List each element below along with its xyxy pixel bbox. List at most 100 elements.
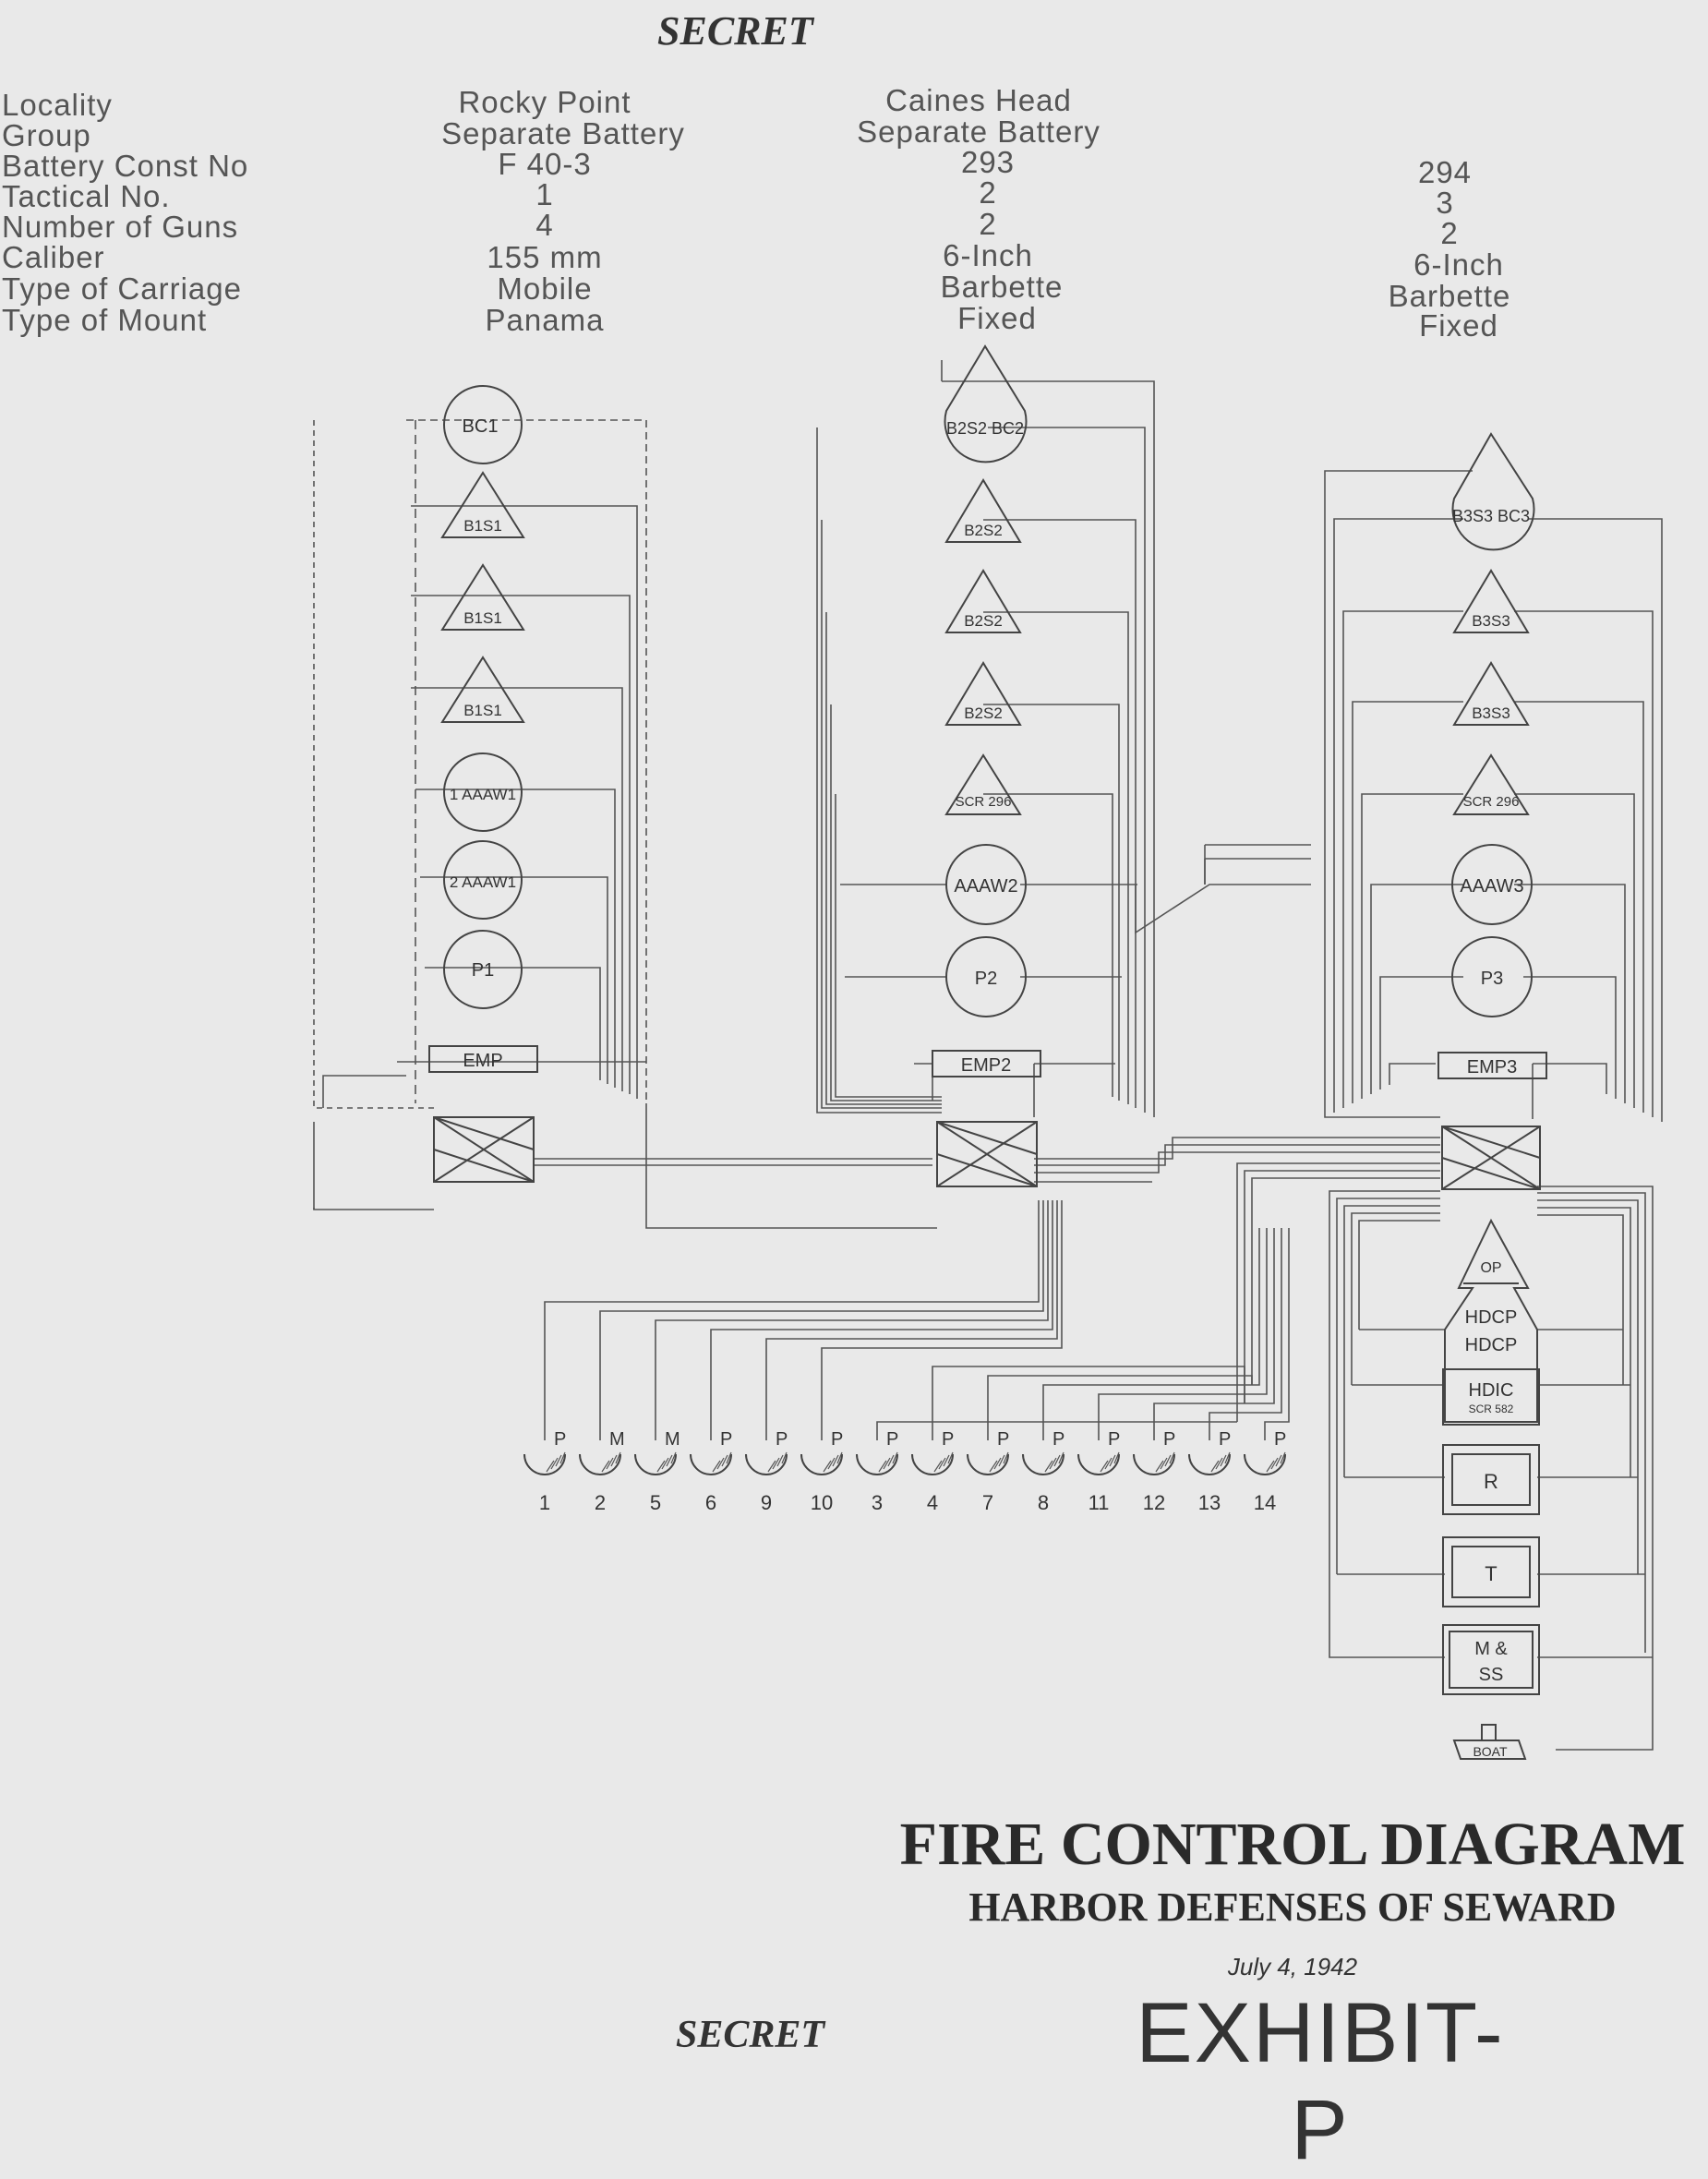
b1-group: Separate Battery (441, 116, 685, 150)
b2-caliber: 6-Inch (943, 238, 1033, 272)
node-b3s3-a (1452, 569, 1530, 633)
exhibit-label: EXHIBIT-P (1136, 1986, 1505, 2177)
b3-carriage: Barbette (1388, 279, 1511, 313)
label-const-no: Battery Const No (2, 149, 249, 183)
label-b2s2-bc2: B2S2 BC2 (946, 419, 1024, 438)
station-4: P6 (690, 1429, 732, 1514)
station-number: 12 (1143, 1491, 1165, 1514)
label-b2s2-a: B2S2 (964, 522, 1003, 539)
b2-group: Separate Battery (857, 114, 1101, 149)
label-op: OP (1480, 1260, 1501, 1276)
label-hdcp-b: HDCP (1465, 1335, 1518, 1355)
station-7: P3 (856, 1429, 898, 1514)
label-aaaw2: AAAW2 (954, 876, 1017, 897)
station-hatch (670, 1451, 677, 1464)
node-b1s1-c (440, 656, 525, 723)
station-arc (1244, 1453, 1286, 1475)
station-10: P8 (1022, 1429, 1064, 1514)
secret-top-label: SECRET (657, 8, 813, 54)
station-number: 9 (761, 1491, 772, 1514)
label-p2: P2 (975, 969, 997, 989)
node-b3s3-bc3 (1451, 432, 1535, 551)
station-number: 13 (1198, 1491, 1221, 1514)
node-p1 (443, 930, 523, 1009)
station-13: P 13 (1188, 1429, 1231, 1514)
node-b2s2-c (944, 661, 1022, 726)
label-b3s3-a: B3S3 (1472, 612, 1510, 630)
station-hatch (772, 1457, 780, 1470)
station-hatch (776, 1454, 784, 1467)
node-op-hdcp (1444, 1218, 1538, 1423)
station-arc (800, 1453, 843, 1475)
node-aaaw1-2 (443, 840, 523, 920)
station-hatch (550, 1457, 559, 1470)
station-hatch (989, 1460, 998, 1473)
label-m-and: M & (1474, 1639, 1508, 1659)
station-hatch (1049, 1457, 1057, 1470)
station-arc (967, 1453, 1009, 1475)
station-hatch (1266, 1460, 1275, 1473)
b3-tactical-no: 3 (1436, 186, 1454, 220)
station-2: M2 (579, 1429, 625, 1514)
station-1: P1 (523, 1429, 566, 1514)
node-b3s3-b (1452, 661, 1530, 726)
station-number: 1 (539, 1491, 550, 1514)
station-arc (1133, 1453, 1175, 1475)
secret-bottom-label: SECRET (676, 2014, 825, 2056)
label-tactical-no: Tactical No. (2, 179, 171, 213)
label-group: Group (2, 118, 91, 152)
station-type: M (665, 1429, 680, 1450)
station-hatch (712, 1460, 721, 1473)
label-b2s2-b: B2S2 (964, 612, 1003, 630)
station-type: P (1163, 1429, 1175, 1450)
label-b1s1-b: B1S1 (463, 609, 502, 627)
node-emp3 (1437, 1052, 1547, 1079)
station-number: 3 (872, 1491, 883, 1514)
station-hatch (716, 1457, 725, 1470)
station-hatch (767, 1460, 776, 1473)
station-hatch (1164, 1454, 1172, 1467)
node-b2s2-bc2 (944, 344, 1028, 463)
station-type: P (886, 1429, 898, 1450)
station-arc (911, 1453, 954, 1475)
station-type: P (1219, 1429, 1231, 1450)
b2-tactical-no: 2 (979, 175, 997, 210)
b2-locality: Caines Head (885, 83, 1072, 117)
station-arc (634, 1453, 677, 1475)
station-hatch (721, 1454, 728, 1467)
station-type: M (609, 1429, 625, 1450)
station-type: P (1108, 1429, 1120, 1450)
col1-wiring (313, 419, 937, 1229)
station-hatch (1003, 1451, 1009, 1464)
station-11: P11 (1077, 1429, 1120, 1514)
station-hatch (546, 1460, 555, 1473)
station-number: 5 (650, 1491, 661, 1514)
node-scr296-2 (944, 753, 1022, 815)
station-3: M5 (634, 1429, 680, 1514)
fire-control-diagram: BC1 B1S1 B1S1 B1S1 1 AAAW1 2 AAAW1 P1 EM… (313, 344, 1663, 1760)
label-p1: P1 (472, 960, 494, 981)
station-hatch (938, 1457, 946, 1470)
hq-wiring (1236, 1162, 1654, 1751)
station-hatch (666, 1454, 673, 1467)
station-hatch (606, 1457, 614, 1470)
node-b1s1-b (440, 563, 525, 631)
station-type: P (554, 1429, 566, 1450)
label-b3s3-bc3: B3S3 BC3 (1452, 507, 1530, 525)
node-p2 (945, 936, 1027, 1017)
node-m-ss (1442, 1624, 1540, 1695)
label-emp3: EMP3 (1467, 1057, 1517, 1077)
b1-mount: Panama (485, 303, 605, 337)
station-hatch (832, 1454, 839, 1467)
node-emp1 (428, 1045, 538, 1073)
station-number: 10 (811, 1491, 833, 1514)
label-b3s3-b: B3S3 (1472, 704, 1510, 722)
station-number: 2 (595, 1491, 606, 1514)
station-hatch (1160, 1457, 1168, 1470)
node-hdic (1442, 1368, 1540, 1426)
label-caliber: Caliber (2, 240, 105, 274)
station-hatch (726, 1451, 732, 1464)
station-arc (523, 1453, 566, 1475)
station-type: P (776, 1429, 788, 1450)
